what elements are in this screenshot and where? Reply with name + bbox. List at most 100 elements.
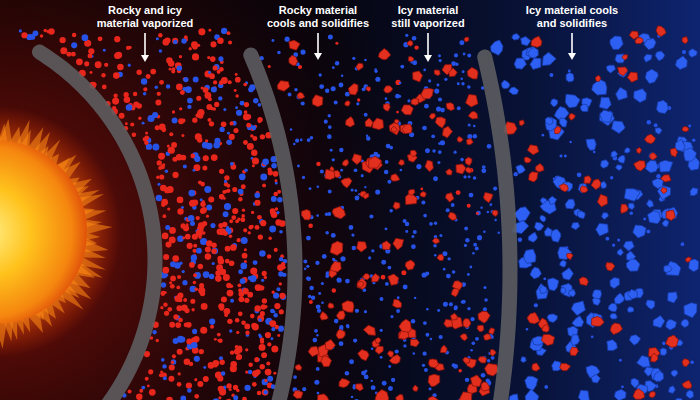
rock-vapor-dot	[59, 37, 65, 43]
ice-grain	[662, 220, 669, 227]
particles	[19, 26, 700, 400]
ice-grain	[664, 265, 672, 272]
rock-vapor-dot	[218, 338, 223, 343]
rock-vapor-dot	[113, 72, 120, 79]
rock-vapor-dot	[208, 29, 211, 32]
ice-vapor-dot	[356, 102, 359, 105]
rock-vapor-dot	[458, 369, 462, 373]
ice-vapor-dot	[396, 309, 400, 313]
rock-vapor-dot	[254, 357, 259, 362]
rock-vapor-dot	[241, 320, 246, 325]
ice-vapor-dot	[227, 140, 232, 145]
rock-vapor-dot	[169, 68, 172, 71]
rock-vapor-dot	[158, 153, 165, 160]
ice-grain	[689, 49, 698, 58]
rock-vapor-dot	[191, 41, 198, 48]
rock-grain	[489, 328, 495, 335]
ice-vapor-dot	[346, 326, 349, 329]
ice-vapor-dot	[155, 86, 158, 89]
rock-vapor-dot	[201, 303, 208, 310]
ice-vapor-dot	[355, 309, 359, 313]
rock-grain	[490, 350, 496, 356]
rock-vapor-dot	[219, 194, 224, 199]
rock-grain	[666, 335, 679, 347]
rock-vapor-dot	[213, 65, 218, 70]
ice-vapor-dot	[460, 78, 463, 81]
ice-vapor-dot	[446, 208, 450, 212]
ice-grain	[618, 68, 628, 78]
ice-vapor-dot	[297, 164, 300, 167]
rock-vapor-dot	[161, 199, 168, 206]
ice-vapor-dot	[161, 358, 165, 362]
ice-vapor-dot	[454, 307, 458, 311]
ice-grain	[646, 160, 659, 172]
rock-grain	[446, 193, 454, 202]
ice-vapor-dot	[434, 222, 437, 225]
ice-grain	[534, 222, 543, 231]
ice-vapor-dot	[251, 125, 256, 130]
rock-vapor-dot	[40, 34, 43, 37]
rock-vapor-dot	[247, 143, 254, 150]
ice-vapor-dot	[413, 230, 417, 234]
rock-vapor-dot	[169, 132, 173, 136]
rock-vapor-dot	[257, 391, 262, 396]
ice-vapor-dot	[518, 237, 523, 242]
ice-vapor-dot	[429, 222, 433, 226]
rock-vapor-dot	[230, 244, 237, 251]
rock-vapor-dot	[266, 361, 270, 365]
rock-grain	[382, 241, 391, 250]
rock-vapor-dot	[255, 225, 260, 230]
rock-grain	[372, 274, 380, 282]
rock-vapor-dot	[279, 293, 285, 299]
rock-vapor-dot	[242, 253, 248, 259]
ice-vapor-dot	[212, 262, 215, 265]
rock-grain	[621, 204, 628, 213]
ice-vapor-dot	[480, 206, 482, 208]
rock-grain	[446, 169, 452, 175]
rock-vapor-dot	[88, 48, 94, 54]
zone-boundary-arc	[39, 52, 155, 400]
rock-vapor-dot	[124, 96, 131, 103]
rock-vapor-dot	[175, 322, 181, 328]
ice-vapor-dot	[340, 256, 345, 261]
rock-grain	[391, 174, 400, 181]
rock-grain	[342, 301, 354, 313]
rock-grain	[336, 329, 345, 339]
rock-vapor-dot	[420, 188, 423, 191]
rock-vapor-dot	[273, 171, 279, 177]
rock-grain	[375, 390, 389, 400]
rock-vapor-dot	[248, 363, 253, 368]
ice-vapor-dot	[434, 89, 439, 94]
ice-vapor-dot	[468, 124, 471, 127]
ice-vapor-dot	[328, 34, 333, 39]
rock-vapor-dot	[112, 98, 119, 105]
ice-vapor-dot	[269, 226, 276, 233]
ice-vapor-dot	[71, 42, 77, 48]
ice-vapor-dot	[324, 120, 328, 124]
rock-vapor-dot	[235, 94, 238, 97]
rock-vapor-dot	[133, 92, 137, 96]
ice-vapor-dot	[681, 242, 685, 246]
rock-vapor-dot	[206, 240, 212, 246]
rock-vapor-dot	[193, 244, 197, 248]
ice-vapor-dot	[439, 335, 443, 339]
rock-vapor-dot	[179, 107, 182, 110]
ice-vapor-dot	[332, 158, 335, 161]
rock-vapor-dot	[235, 345, 239, 349]
rock-vapor-dot	[162, 267, 169, 274]
ice-vapor-dot	[321, 301, 324, 304]
ice-grain	[615, 54, 627, 63]
rock-grain	[606, 263, 615, 271]
rock-vapor-dot	[467, 204, 471, 208]
rock-vapor-dot	[181, 119, 185, 123]
rock-vapor-dot	[277, 334, 280, 337]
ice-vapor-dot	[371, 249, 374, 252]
ice-vapor-dot	[514, 172, 518, 176]
rock-vapor-dot	[239, 296, 245, 302]
rock-grain	[597, 194, 607, 206]
ice-vapor-dot	[182, 270, 185, 273]
ice-vapor-dot	[437, 161, 440, 164]
ice-vapor-dot	[187, 388, 192, 393]
ice-vapor-dot	[322, 254, 327, 259]
ice-vapor-dot	[399, 82, 402, 85]
